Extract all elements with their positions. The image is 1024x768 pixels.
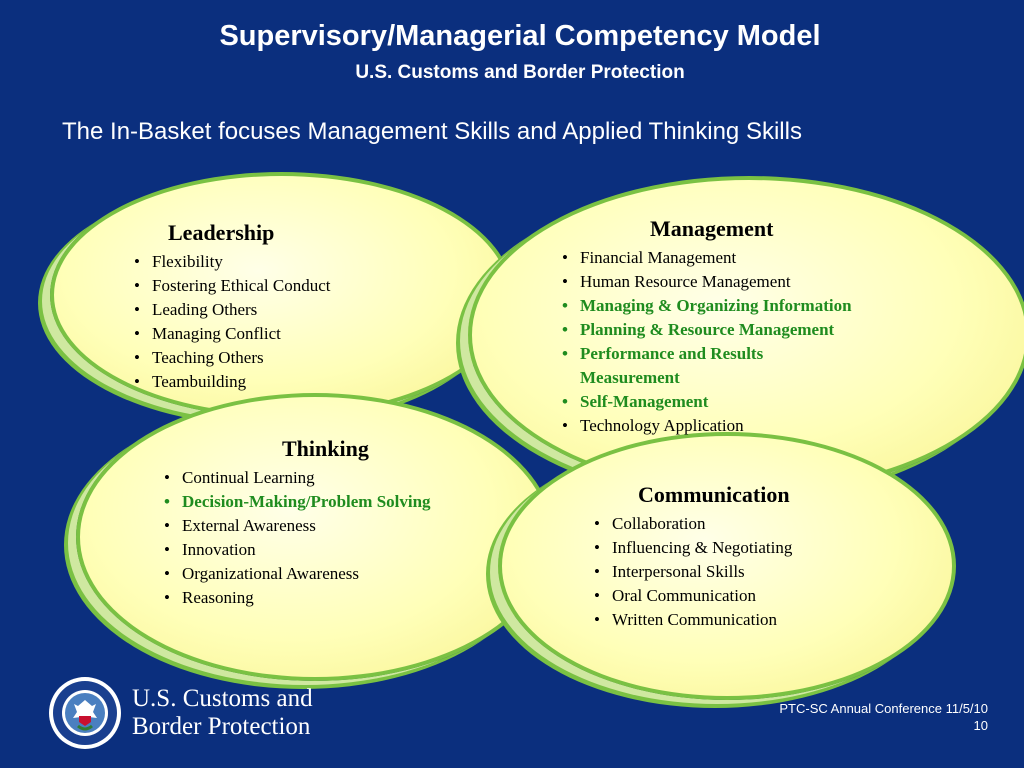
cbp-logo-text: U.S. Customs and Border Protection	[132, 685, 313, 741]
list-item: Performance and Results Measurement	[560, 342, 820, 390]
management-heading: Management	[650, 216, 774, 241]
list-item: Planning & Resource Management	[560, 318, 940, 342]
list-item: Oral Communication	[592, 584, 892, 608]
thinking-heading: Thinking	[282, 436, 369, 461]
conference-label: PTC-SC Annual Conference 11/5/10	[779, 701, 988, 716]
list-item: Decision-Making/Problem Solving	[162, 490, 512, 514]
communication-heading: Communication	[638, 482, 790, 507]
list-item: Reasoning	[162, 586, 512, 610]
management-list: Financial Management Human Resource Mana…	[560, 246, 940, 438]
list-item: Leading Others	[132, 298, 422, 322]
list-item: Interpersonal Skills	[592, 560, 892, 584]
logo-line-2: Border Protection	[132, 713, 311, 740]
list-item: Financial Management	[560, 246, 940, 270]
communication-block: Communication Collaboration Influencing …	[592, 482, 892, 632]
list-item: Flexibility	[132, 250, 422, 274]
list-item: Continual Learning	[162, 466, 512, 490]
communication-list: Collaboration Influencing & Negotiating …	[592, 512, 892, 632]
list-item: Teaching Others	[132, 346, 422, 370]
list-item: Human Resource Management	[560, 270, 940, 294]
list-item: Collaboration	[592, 512, 892, 536]
list-item: Organizational Awareness	[162, 562, 512, 586]
management-block: Management Financial Management Human Re…	[560, 216, 940, 438]
list-item: Fostering Ethical Conduct	[132, 274, 422, 298]
list-item: Teambuilding	[132, 370, 422, 394]
list-item: Written Communication	[592, 608, 892, 632]
leadership-heading: Leadership	[168, 220, 275, 245]
leadership-block: Leadership Flexibility Fostering Ethical…	[132, 220, 422, 394]
list-item: Self-Management	[560, 390, 940, 414]
thinking-list: Continual Learning Decision-Making/Probl…	[162, 466, 512, 610]
list-item: Influencing & Negotiating	[592, 536, 892, 560]
page-number: 10	[973, 718, 988, 733]
slide-subtitle: U.S. Customs and Border Protection	[355, 62, 685, 83]
list-item: External Awareness	[162, 514, 512, 538]
dhs-seal-icon	[49, 677, 121, 749]
slide-footer: PTC-SC Annual Conference 11/5/10 10	[779, 700, 988, 734]
leadership-list: Flexibility Fostering Ethical Conduct Le…	[132, 250, 422, 394]
slide-title: Supervisory/Managerial Competency Model	[219, 20, 821, 52]
logo-line-1: U.S. Customs and	[132, 685, 313, 712]
list-item: Managing Conflict	[132, 322, 422, 346]
thinking-block: Thinking Continual Learning Decision-Mak…	[162, 436, 512, 610]
slide-tagline: The In-Basket focuses Management Skills …	[62, 118, 802, 145]
list-item: Technology Application	[560, 414, 940, 438]
list-item: Managing & Organizing Information	[560, 294, 940, 318]
list-item: Innovation	[162, 538, 512, 562]
